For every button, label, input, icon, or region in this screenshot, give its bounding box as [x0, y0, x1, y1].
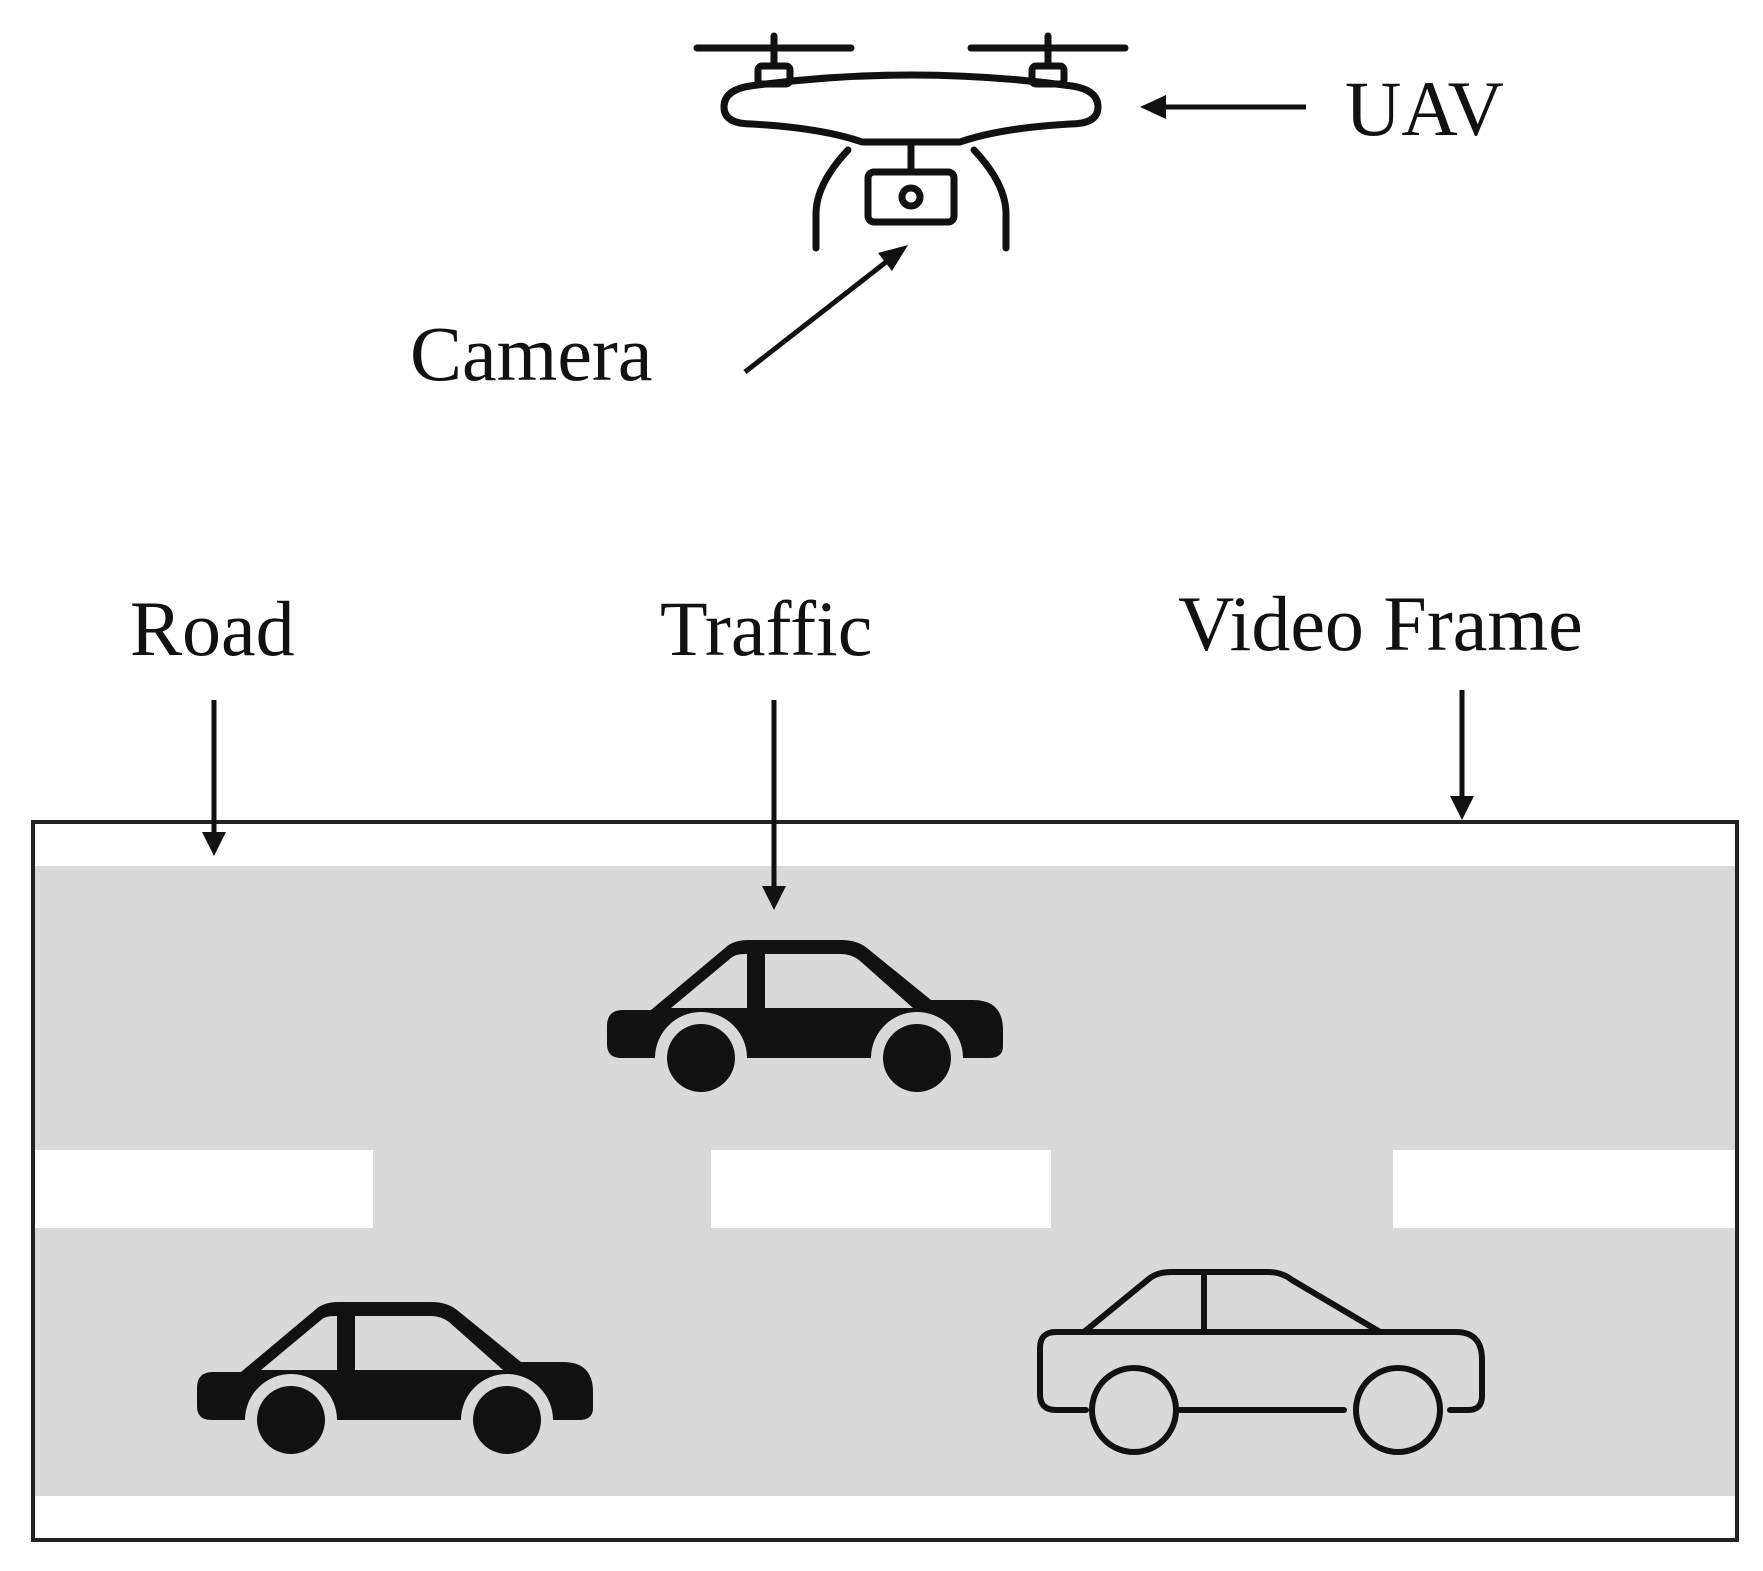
traffic-arrow	[762, 700, 786, 910]
lane-marking	[35, 1150, 373, 1228]
uav-label: UAV	[1345, 65, 1504, 152]
lane-marking	[1393, 1150, 1735, 1228]
car-outline-icon	[1037, 1269, 1485, 1455]
drone-icon	[693, 32, 1129, 252]
road-arrow	[202, 700, 226, 856]
lane-marking	[711, 1150, 1051, 1228]
lane-markings	[35, 1150, 1735, 1228]
camera-label: Camera	[410, 310, 653, 397]
road-label: Road	[130, 585, 295, 672]
camera-arrow	[743, 245, 908, 374]
camera-icon	[864, 142, 958, 226]
video-frame-arrow	[1450, 690, 1474, 820]
traffic-label: Traffic	[660, 585, 872, 672]
uav-arrow	[1140, 95, 1306, 119]
video-frame-label: Video Frame	[1178, 580, 1583, 667]
